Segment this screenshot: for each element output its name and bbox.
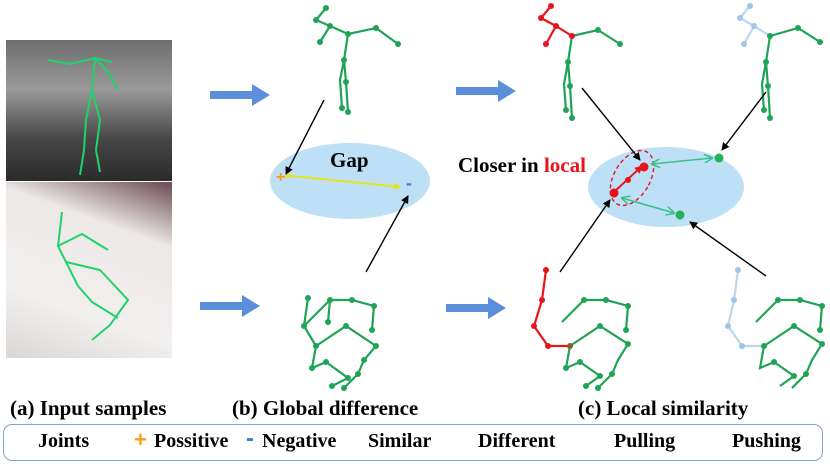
arrow-c-top-right [721, 91, 767, 151]
photo-skeleton-bottom [56, 211, 130, 341]
legend-positive-icon: + [134, 427, 147, 452]
different-dot-top [714, 153, 724, 163]
flow-arrow-top-right [456, 80, 516, 102]
similar-dot-bottom [609, 188, 619, 198]
closer-prefix: Closer in [458, 153, 544, 177]
photo-skeleton-top [47, 56, 119, 176]
caption-local-similarity: (c) Local similarity [578, 396, 749, 420]
skeleton-c-top-right [738, 5, 821, 119]
legend-negative-label: Negative [262, 430, 337, 452]
caption-global-difference: (b) Global difference [232, 396, 419, 420]
arrow-c-bottom-left [559, 199, 611, 273]
closer-label: Closer in local [458, 153, 586, 177]
gap-label: Gap [330, 148, 369, 172]
legend-negative-icon: - [246, 425, 254, 452]
skeleton-b-bottom-joints [301, 295, 379, 391]
skeleton-c-bottom-left [532, 269, 630, 389]
positive-marker: + [276, 169, 285, 186]
legend-pushing-label: Pushing [732, 430, 801, 452]
skeleton-c-top-left [539, 5, 621, 119]
skeleton-c-top-left-joints [538, 3, 623, 121]
flow-arrow-bottom-left [200, 295, 260, 317]
caption-input-samples: (a) Input samples [10, 396, 167, 420]
gap-line [285, 171, 401, 190]
push-arrow-top [652, 158, 712, 164]
negative-marker: - [406, 173, 412, 193]
skeleton-c-bottom-right-joints [725, 267, 825, 379]
flow-arrow-bottom-right [446, 297, 506, 319]
skeleton-c-bottom-right [726, 269, 824, 389]
skeleton-c-top-right-joints [737, 3, 823, 121]
input-photo-flip [6, 182, 172, 358]
similar-cluster-outline [609, 149, 655, 207]
legend-different-label: Different [478, 430, 556, 452]
closer-highlight: local [544, 153, 586, 177]
different-dot-bottom [675, 210, 685, 220]
skeleton-b-top-joints [313, 5, 401, 115]
legend-positive-label: Possitive [154, 430, 229, 452]
arrow-c-bottom-right [689, 221, 767, 277]
push-arrow-bottom [622, 198, 674, 213]
legend: Joints + Possitive - Negative Similar Di… [3, 424, 823, 461]
similar-dot-mid [625, 177, 631, 183]
skeleton-b-bottom [302, 297, 378, 389]
legend-joints-label: Joints [38, 430, 90, 452]
similar-dot-top [639, 162, 649, 172]
flow-arrows [200, 80, 516, 319]
arrow-to-positive [285, 99, 325, 175]
skeleton-c-bottom-left-joints [531, 267, 631, 391]
arrow-to-negative [365, 195, 409, 273]
flow-arrow-top-left [210, 84, 270, 106]
legend-pulling-label: Pulling [614, 430, 676, 452]
arrow-c-top-left [581, 87, 641, 161]
input-photo-kick [6, 40, 172, 181]
legend-similar-label: Similar [368, 430, 432, 452]
